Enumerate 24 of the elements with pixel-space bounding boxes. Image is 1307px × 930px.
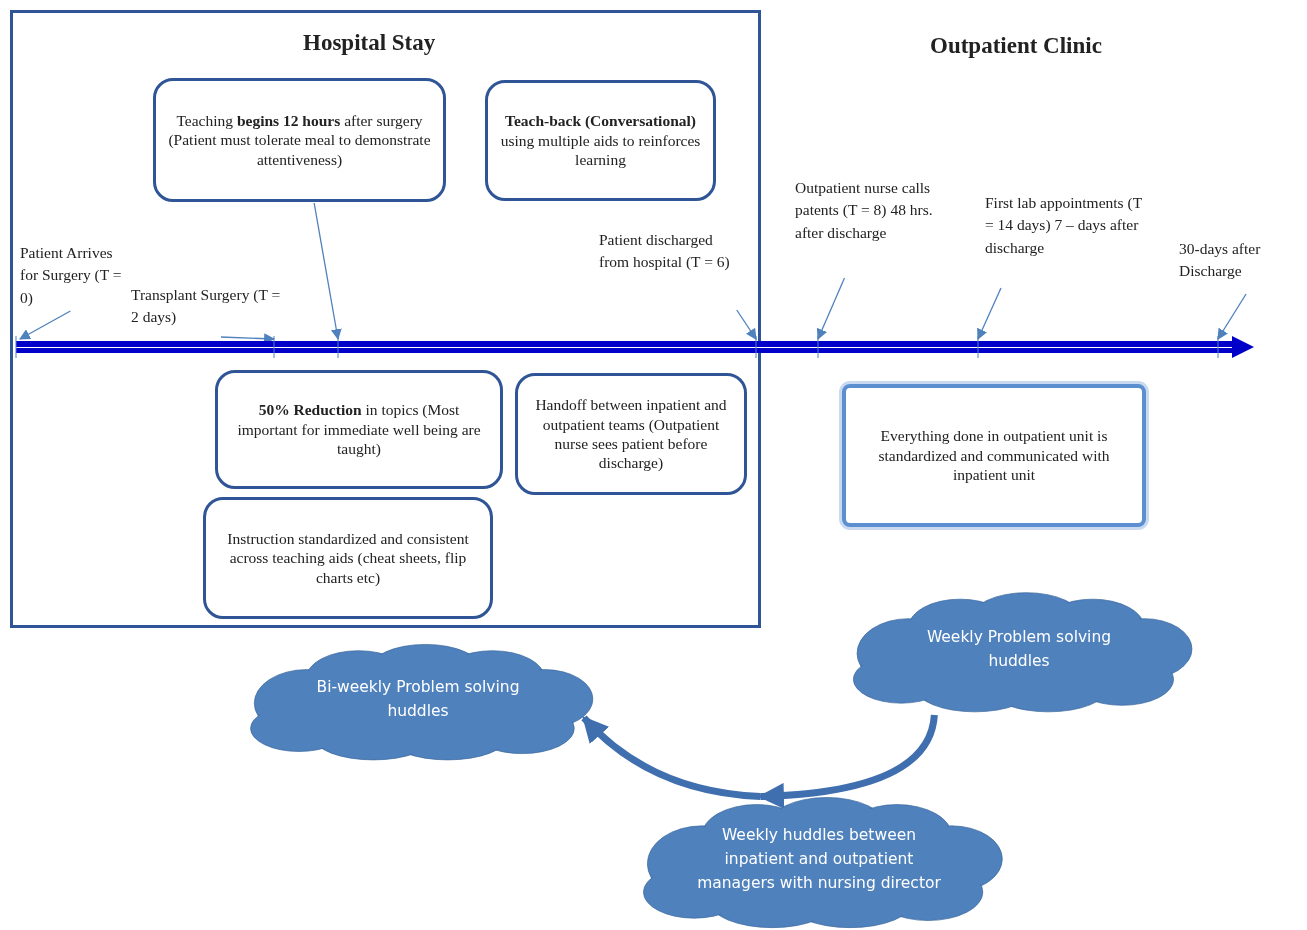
- note-box: 50% Reduction in topics (Most important for immediate well being are taught): [215, 370, 503, 489]
- curved-arrow: [757, 714, 938, 809]
- note-box: Teach-back (Conversational) using multiple aids to reinforces learning: [485, 80, 716, 201]
- timeline-label: Transplant Surgery (T = 2 days): [131, 284, 281, 336]
- region-heading: Outpatient Clinic: [930, 33, 1102, 59]
- timeline-label: First lab appointments (T = 14 days) 7 – days after discharge: [985, 192, 1145, 287]
- leader-line: [313, 202, 342, 341]
- frame-heading: Hospital Stay: [303, 30, 436, 56]
- leader-line: [736, 309, 757, 340]
- timeline-label: Patient discharged from hospital (T = 6): [599, 229, 744, 309]
- note-box: Instruction standardized and consistent across teaching aids (cheat sheets, flip charts etc): [203, 497, 493, 619]
- note-box: Teaching begins 12 hours after surgery (Patient must tolerate meal to demonstrate attentiveness): [153, 78, 446, 202]
- leader-line: [19, 310, 72, 340]
- note-box: Handoff between inpatient and outpatient teams (Outpatient nurse sees patient before discharge): [515, 373, 747, 495]
- leader-line: [977, 287, 1002, 340]
- timeline-arrow: [14, 336, 1254, 358]
- leader-line: [816, 277, 846, 340]
- note-box: Everything done in outpatient unit is standardized and communicated with inpatient unit: [842, 384, 1146, 527]
- timeline-label: 30-days after Discharge: [1179, 238, 1301, 293]
- timeline-label: Patient Arrives for Surgery (T = 0): [20, 242, 132, 310]
- curved-arrow: [581, 715, 761, 800]
- leader-line: [1217, 293, 1247, 340]
- timeline-label: Outpatient nurse calls patents (T = 8) 48 hrs. after discharge: [795, 177, 960, 277]
- frame-panel: [10, 10, 761, 628]
